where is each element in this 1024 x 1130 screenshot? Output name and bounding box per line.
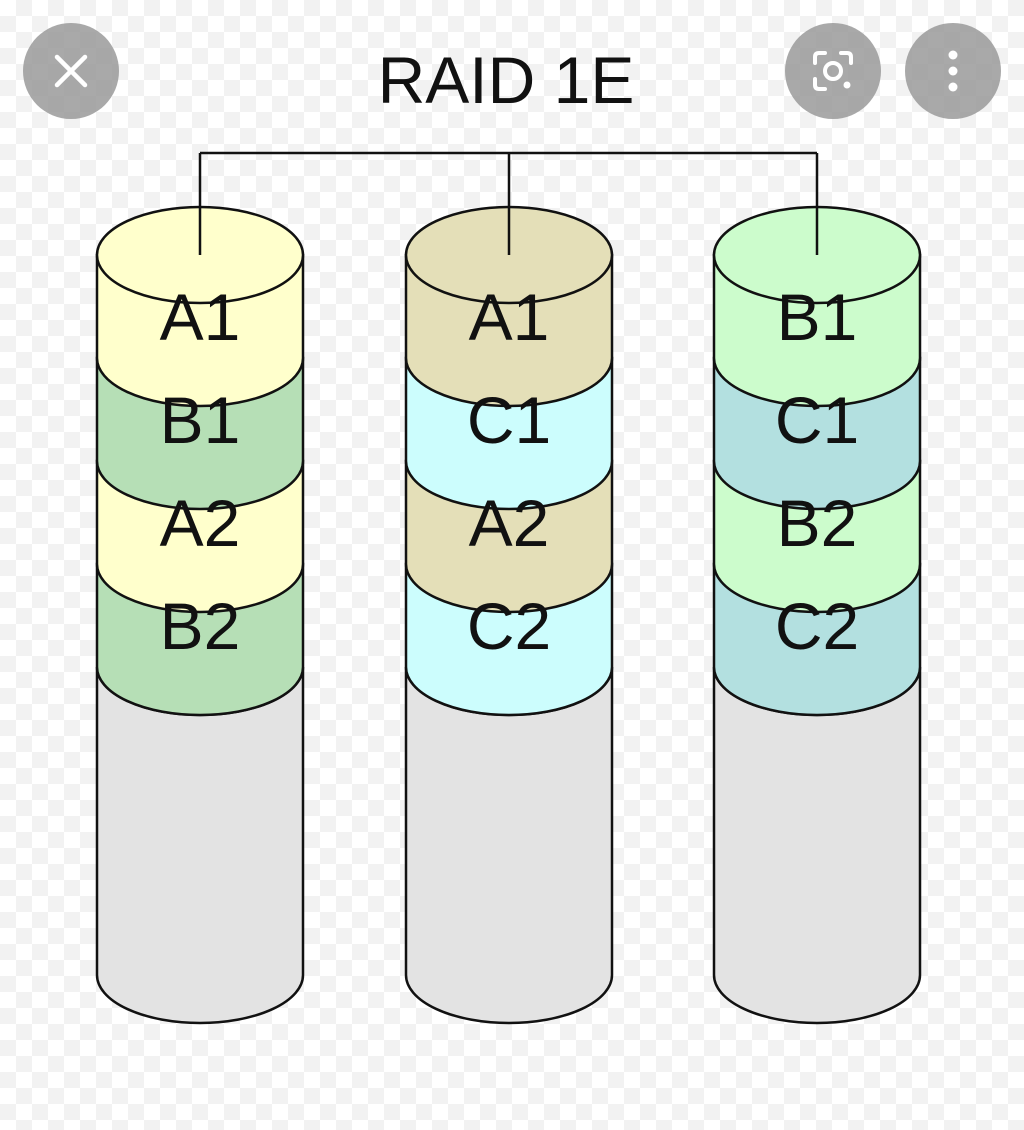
block-label: B2	[777, 486, 858, 560]
more-options-button[interactable]	[905, 23, 1001, 119]
lens-search-button[interactable]	[785, 23, 881, 119]
close-button[interactable]	[23, 23, 119, 119]
block-label: C2	[775, 589, 859, 663]
block-label: C1	[467, 383, 551, 457]
block-label: B1	[777, 280, 858, 354]
block-label: A1	[160, 280, 241, 354]
block-label: A1	[469, 280, 550, 354]
block-label: B2	[160, 589, 241, 663]
block-label: A2	[160, 486, 241, 560]
block-label: A2	[469, 486, 550, 560]
block-label: C2	[467, 589, 551, 663]
connector-lines	[198, 151, 819, 255]
more-vert-icon	[948, 50, 958, 92]
block-label: C1	[775, 383, 859, 457]
disk-empty-space	[712, 666, 922, 1025]
disk-empty-space	[404, 666, 614, 1025]
lens-icon	[813, 51, 853, 91]
disk-empty-space	[95, 666, 305, 1025]
block-label: B1	[160, 383, 241, 457]
close-icon	[54, 54, 88, 88]
diagram-title: RAID 1E	[378, 43, 635, 117]
